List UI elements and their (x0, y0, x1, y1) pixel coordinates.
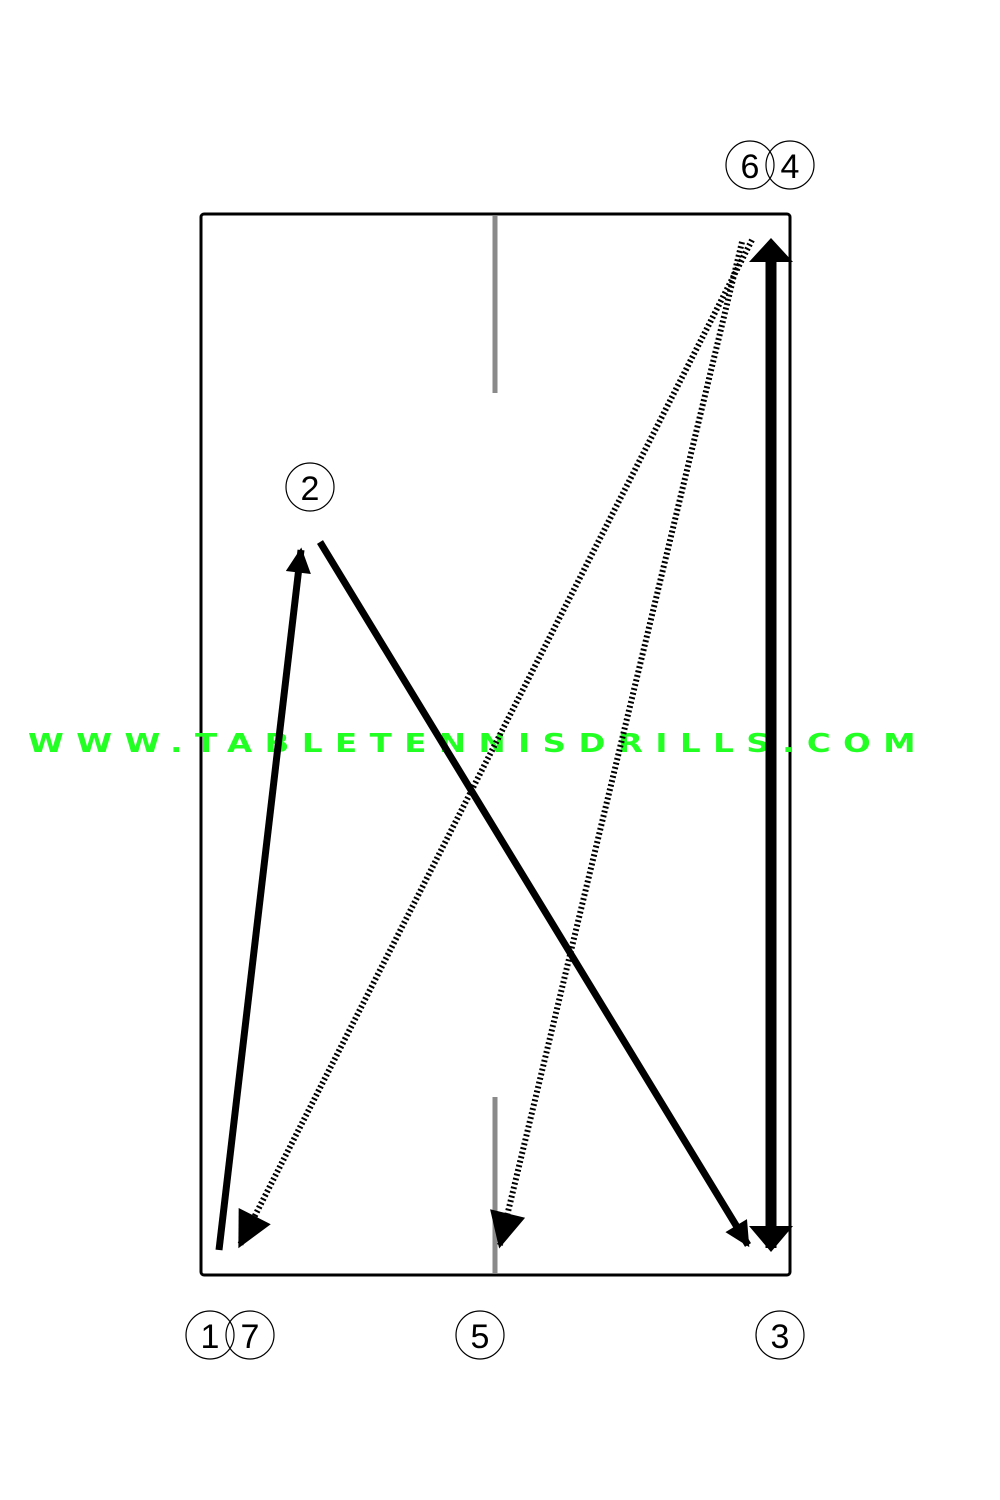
marker-4-label: 4 (781, 148, 800, 186)
shot-arrow-dotted-to-5 (490, 241, 745, 1249)
marker-7: 7 (225, 1310, 275, 1360)
shot-arrow-2-to-3 (317, 540, 751, 1248)
marker-2: 2 (285, 462, 335, 512)
table-outline (199, 212, 792, 1277)
marker-6: 6 (725, 140, 775, 190)
arrowhead-top (749, 238, 793, 262)
marker-4: 4 (765, 140, 815, 190)
marker-1: 1 (185, 1310, 235, 1360)
marker-3: 3 (755, 1310, 805, 1360)
arrowhead-bottom (749, 1226, 793, 1252)
marker-3-label: 3 (771, 1318, 790, 1356)
shot-arrow-dotted-to-7 (237, 238, 755, 1249)
shot-arrow-1-to-2 (215, 547, 311, 1251)
marker-2-label: 2 (301, 470, 320, 508)
marker-1-label: 1 (201, 1318, 220, 1356)
marker-5-label: 5 (471, 1318, 490, 1356)
watermark-text: WWW.TABLETENNISDRILLS.COM (28, 729, 928, 759)
marker-7-label: 7 (241, 1318, 260, 1356)
marker-5: 5 (455, 1310, 505, 1360)
marker-6-label: 6 (741, 148, 760, 186)
